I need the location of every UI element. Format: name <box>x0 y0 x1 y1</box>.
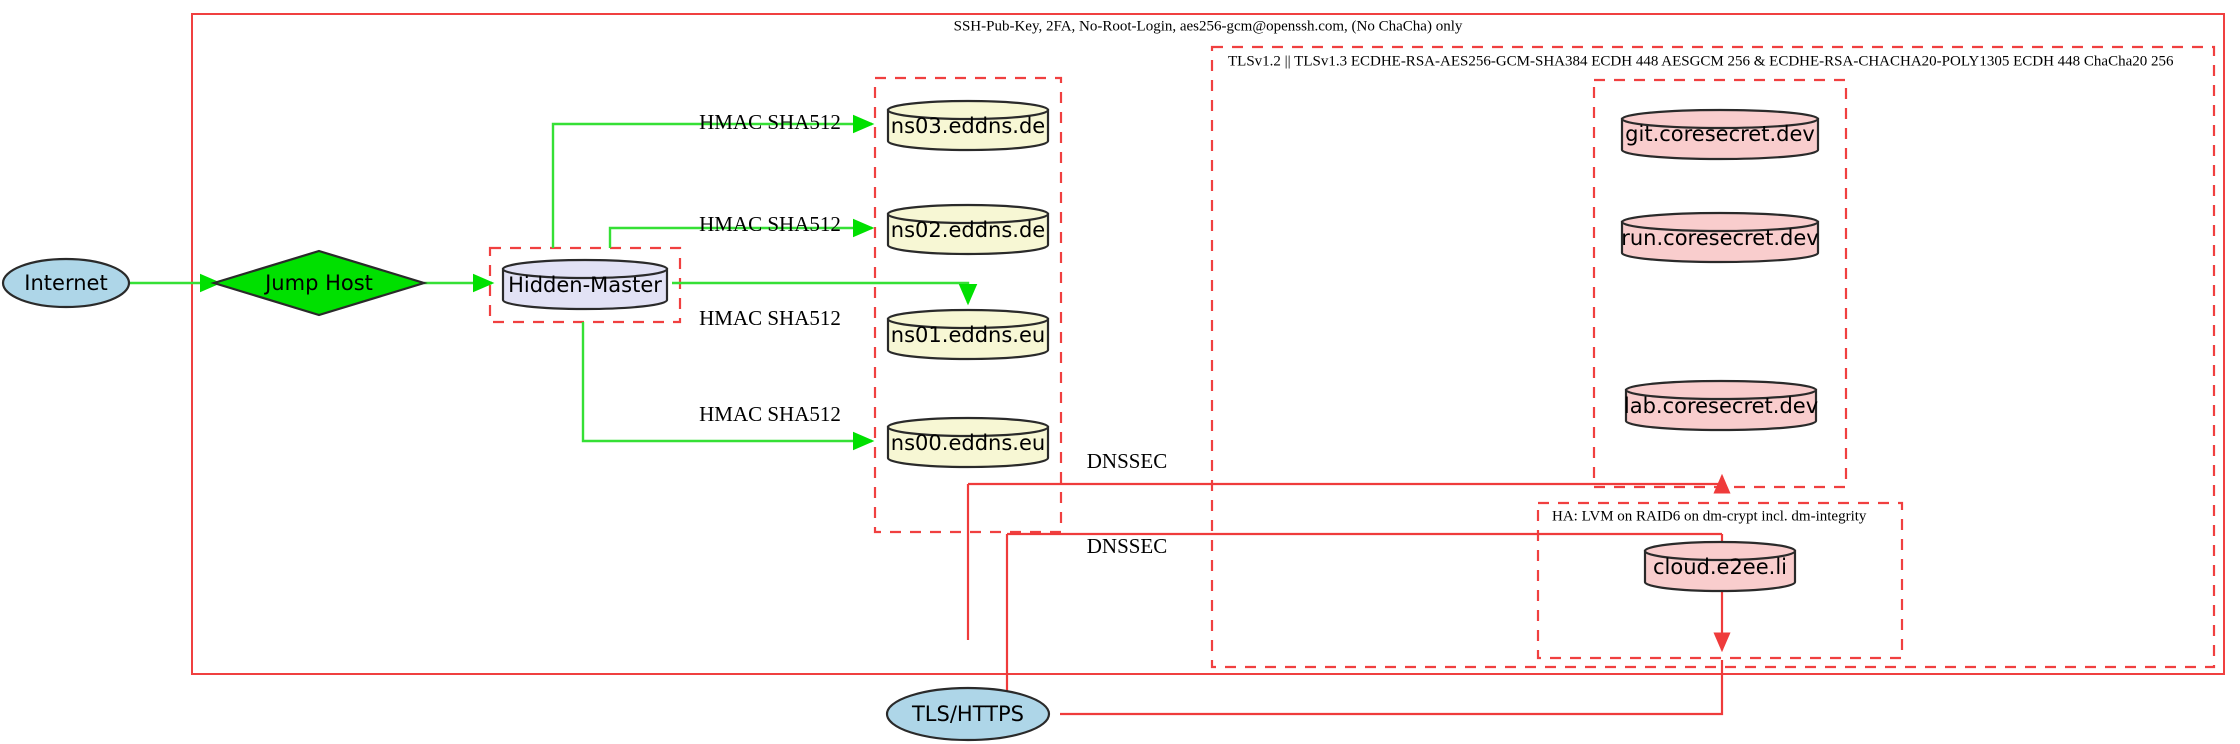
node-lab-coresecret[interactable]: lab.coresecret.dev <box>1624 379 1818 432</box>
lab-cylinder-top <box>1624 379 1818 401</box>
tls-cluster <box>1210 45 2216 669</box>
git-label: git.coresecret.dev <box>1625 122 1815 146</box>
edge-hiddenmaster-to-ns01 <box>672 281 978 306</box>
node-hidden-master[interactable]: Hidden-Master <box>501 258 669 311</box>
run-label: run.coresecret.dev <box>1621 226 1819 250</box>
run-cylinder-body <box>1620 220 1820 264</box>
edge-label-dnssec-lower: DNSSEC <box>1087 534 1168 558</box>
hidden-master-cylinder-body <box>501 267 669 311</box>
ns00-label: ns00.eddns.eu <box>891 431 1045 455</box>
ns01-cylinder-top <box>886 308 1050 330</box>
node-jump-host[interactable]: Jump Host <box>210 249 428 317</box>
git-cylinder-top <box>1620 108 1820 130</box>
node-tls-https[interactable]: TLS/HTTPS <box>885 686 1051 742</box>
cloud-cylinder-top <box>1643 540 1797 562</box>
node-ns00[interactable]: ns00.eddns.eu <box>886 416 1050 469</box>
node-ns02[interactable]: ns02.eddns.de <box>886 203 1050 256</box>
internet-label: Internet <box>24 271 107 295</box>
ns02-cylinder-top <box>886 203 1050 225</box>
node-ns01[interactable]: ns01.eddns.eu <box>886 308 1050 361</box>
ssh-boundary-label: SSH-Pub-Key, 2FA, No-Root-Login, aes256-… <box>954 18 1463 34</box>
edge-hiddenmaster-to-ns02 <box>608 218 875 248</box>
node-ns03[interactable]: ns03.eddns.de <box>886 99 1050 152</box>
ns00-cylinder-body <box>886 425 1050 469</box>
ha-cluster-label: HA: LVM on RAID6 on dm-crypt incl. dm-in… <box>1552 508 1867 524</box>
ns00-cylinder-top <box>886 416 1050 438</box>
ns03-cylinder-body <box>886 108 1050 152</box>
edge-label-hmac-ns01: HMAC SHA512 <box>699 306 841 330</box>
ns03-label: ns03.eddns.de <box>891 114 1045 138</box>
ns02-label: ns02.eddns.de <box>891 218 1045 242</box>
cloud-cylinder-body <box>1643 549 1797 593</box>
git-cylinder-body <box>1620 117 1820 161</box>
cloud-label: cloud.e2ee.li <box>1653 555 1787 579</box>
node-internet[interactable]: Internet <box>1 257 131 309</box>
edge-hiddenmaster-to-ns00 <box>581 322 875 451</box>
ns03-cylinder-top <box>886 99 1050 121</box>
jump-host-diamond <box>210 249 428 317</box>
edge-label-hmac-ns00: HMAC SHA512 <box>699 402 841 426</box>
edge-tlshttps-right <box>1060 660 1724 716</box>
ns02-cylinder-body <box>886 212 1050 256</box>
ha-cluster <box>1536 501 1904 660</box>
node-cloud-e2ee[interactable]: cloud.e2ee.li <box>1643 540 1797 593</box>
ssh-boundary-cluster <box>191 13 2225 675</box>
run-cylinder-top <box>1620 211 1820 233</box>
hidden-master-cylinder-top <box>501 258 669 280</box>
node-run-coresecret[interactable]: run.coresecret.dev <box>1620 211 1820 264</box>
node-git-coresecret[interactable]: git.coresecret.dev <box>1620 108 1820 161</box>
tls-cluster-label: TLSv1.2 || TLSv1.3 ECDHE-RSA-AES256-GCM-… <box>1228 53 2174 69</box>
tls-https-ellipse <box>885 686 1051 742</box>
edge-dnssec-upper <box>968 473 1731 494</box>
ns01-label: ns01.eddns.eu <box>891 323 1045 347</box>
internet-ellipse <box>1 257 131 309</box>
lab-cylinder-body <box>1624 388 1818 432</box>
edge-label-dnssec-upper: DNSSEC <box>1087 449 1168 473</box>
edge-label-hmac-ns03: HMAC SHA512 <box>699 110 841 134</box>
hidden-master-label: Hidden-Master <box>508 273 662 297</box>
edge-hiddenmaster-to-ns03 <box>551 114 875 248</box>
ns01-cylinder-body <box>886 317 1050 361</box>
tls-https-label: TLS/HTTPS <box>911 702 1024 726</box>
jump-host-label: Jump Host <box>263 271 373 295</box>
edge-label-hmac-ns02: HMAC SHA512 <box>699 212 841 236</box>
lab-label: lab.coresecret.dev <box>1624 394 1818 418</box>
